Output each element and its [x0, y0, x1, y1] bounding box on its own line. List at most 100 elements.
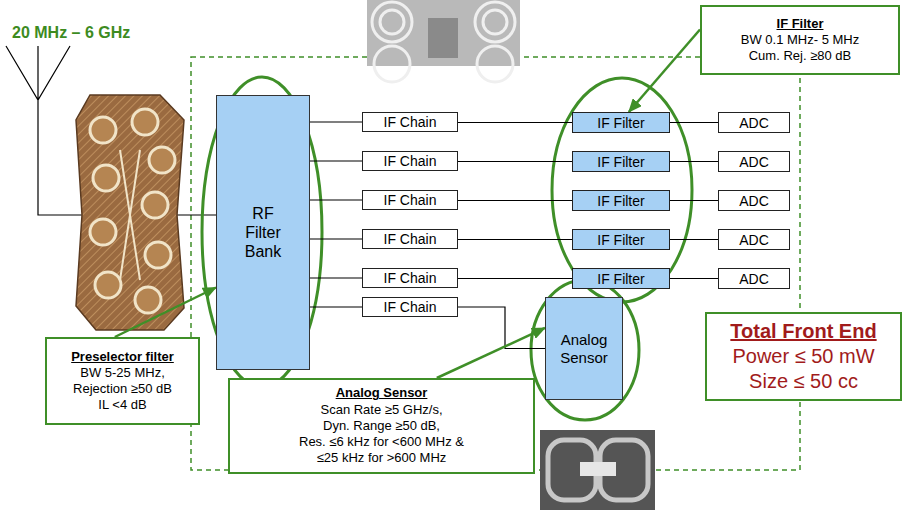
- adc-box: ADC: [718, 112, 790, 133]
- filter-array-photo: [76, 95, 184, 330]
- highlight-ellipse: [552, 78, 692, 302]
- spec-text: Size ≤ 50 cc: [749, 369, 858, 394]
- signal-line: [310, 121, 362, 122]
- resonator-ring: [90, 117, 116, 143]
- text-stack: Analog Sensor: [552, 331, 616, 367]
- signal-line: [458, 239, 572, 240]
- filter-box: IF Filter: [572, 190, 670, 211]
- resonator-ring: [90, 219, 116, 245]
- adc-box: ADC: [718, 190, 790, 211]
- highlight-ellipse: [202, 77, 322, 387]
- box-label: IF Chain: [384, 153, 437, 169]
- text-stack: RF Filter Bank: [235, 204, 291, 262]
- resonator-ring: [149, 147, 175, 173]
- callout-heading: Total Front End: [730, 319, 876, 344]
- photo-ground: [540, 430, 655, 510]
- text-stack: IF Chain: [384, 153, 437, 169]
- process-box: IF Chain: [362, 190, 458, 210]
- text-stack: IF FilterBW 0.1 MHz- 5 MHzCum. Rej. ≥80 …: [741, 16, 859, 65]
- box-label: IF Chain: [384, 299, 437, 315]
- resonator-ring: [142, 192, 168, 218]
- callout-heading: IF Filter: [777, 16, 824, 32]
- cross-traces: [120, 150, 140, 280]
- box-label: ADC: [739, 193, 769, 209]
- process-box: IF Chain: [362, 112, 458, 132]
- text-stack: IF Chain: [384, 270, 437, 286]
- resonator-ring: [145, 242, 171, 268]
- box-label: IF Chain: [384, 231, 437, 247]
- text-stack: IF Filter: [597, 271, 644, 287]
- spec-callout: Analog SensorScan Rate ≥5 GHz/s,Dyn. Ran…: [228, 378, 535, 474]
- filter-box: IF Filter: [572, 112, 670, 133]
- signal-line: [310, 277, 362, 278]
- summary-box: Total Front EndPower ≤ 50 mWSize ≤ 50 cc: [705, 312, 902, 401]
- spec-text: BW 5-25 MHz,: [80, 365, 165, 381]
- spec-text: Power ≤ 50 mW: [732, 344, 874, 369]
- signal-line: [310, 238, 362, 239]
- filter-box: IF Filter: [572, 151, 670, 172]
- signal-line: [670, 200, 718, 201]
- box-label: ADC: [739, 154, 769, 170]
- highlight-ellipse: [531, 280, 639, 420]
- process-box: IF Chain: [362, 268, 458, 288]
- signal-line: [310, 306, 362, 307]
- resonator-ring: [132, 109, 158, 135]
- text-stack: Total Front EndPower ≤ 50 mWSize ≤ 50 cc: [730, 319, 876, 394]
- sem-center: [428, 18, 458, 58]
- spec-text: Rejection ≥50 dB: [73, 381, 172, 397]
- process-box: IF Chain: [362, 297, 458, 317]
- frequency-range-label: 20 MHz – 6 GHz: [12, 24, 130, 42]
- box-label: IF Filter: [597, 232, 644, 248]
- signal-line: [310, 160, 362, 161]
- resonator-ring: [135, 287, 161, 313]
- sensor-box: Analog Sensor: [545, 297, 623, 400]
- text-stack: ADC: [739, 193, 769, 209]
- adc-box: ADC: [718, 229, 790, 250]
- signal-line: [458, 161, 572, 162]
- box-label: Analog Sensor: [552, 331, 616, 367]
- spec-callout: IF FilterBW 0.1 MHz- 5 MHzCum. Rej. ≥80 …: [700, 5, 900, 75]
- text-stack: ADC: [739, 232, 769, 248]
- spiral-ring: [483, 10, 507, 34]
- text-stack: IF Filter: [597, 115, 644, 131]
- resonator-ring: [95, 272, 121, 298]
- signal-line: [670, 161, 718, 162]
- spiral-ring: [477, 46, 513, 82]
- filter-bank-box: RF Filter Bank: [216, 95, 310, 370]
- text-stack: IF Filter: [597, 154, 644, 170]
- photo-outline: [76, 95, 184, 330]
- resonator-beam: [580, 462, 616, 476]
- signal-line: [458, 200, 572, 201]
- text-stack: IF Chain: [384, 114, 437, 130]
- box-label: IF Filter: [597, 193, 644, 209]
- adc-box: ADC: [718, 268, 790, 289]
- box-label: IF Filter: [597, 271, 644, 287]
- spiral-ring: [380, 10, 404, 34]
- box-label: IF Filter: [597, 115, 644, 131]
- sem-photo: [367, 0, 520, 82]
- signal-line: [670, 278, 718, 279]
- filter-box: IF Filter: [572, 268, 670, 289]
- callout-arrow: [437, 328, 545, 378]
- signal-line: [458, 122, 572, 123]
- text-stack: Analog SensorScan Rate ≥5 GHz/s,Dyn. Ran…: [293, 385, 471, 466]
- text-stack: ADC: [739, 115, 769, 131]
- callout-heading: Preselector filter: [71, 349, 174, 365]
- spec-text: Scan Rate ≥5 GHz/s,: [320, 402, 442, 418]
- process-box: IF Chain: [362, 229, 458, 249]
- box-label: ADC: [739, 115, 769, 131]
- callout-arrow: [629, 30, 700, 113]
- signal-line: [458, 307, 545, 349]
- box-label: RF Filter Bank: [235, 204, 291, 262]
- spiral-ring: [372, 2, 412, 42]
- spiral-ring: [475, 2, 515, 42]
- resonator-photo: [540, 430, 655, 510]
- filter-box: IF Filter: [572, 229, 670, 250]
- callout-arrow: [115, 288, 216, 338]
- box-label: IF Filter: [597, 154, 644, 170]
- text-stack: ADC: [739, 271, 769, 287]
- spec-callout: Preselector filterBW 5-25 MHz,Rejection …: [45, 337, 200, 425]
- box-label: IF Chain: [384, 270, 437, 286]
- signal-line: [670, 239, 718, 240]
